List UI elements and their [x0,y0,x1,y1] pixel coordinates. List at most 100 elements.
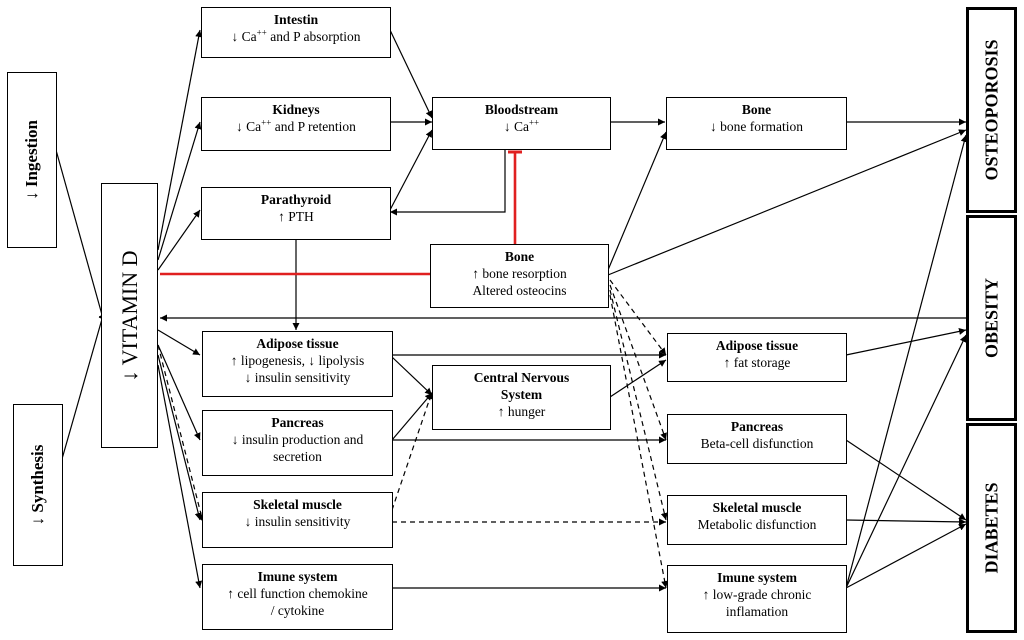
pancreas-left-box: Pancreas ↓ insulin production and secret… [202,410,393,476]
adipose-left-line1: ↑ lipogenesis, ↓ lipolysis [230,353,365,368]
synthesis-label: ↓ Synthesis [28,444,47,526]
adipose-left-line2: ↓ insulin sensitivity [244,370,351,385]
parathyroid-title: Parathyroid [260,192,332,207]
bone-resorption-box: Bone ↑ bone resorption Altered osteocins [430,244,609,308]
immune-left-line2: / cytokine [270,603,325,618]
pancreas-left-line2: secretion [273,449,322,464]
pancreas-right-box: Pancreas Beta-cell disfunction [667,414,847,464]
immune-system-right-box: Imune system ↑ low-grade chronic inflama… [667,565,847,633]
intestin-rest: and P absorption [266,29,361,44]
pancreas-right-line1: Beta-cell disfunction [700,436,814,451]
osteoporosis-label: OSTEOPOROSIS [981,39,1001,181]
bloodstream-box: Bloodstream ↓ Ca++ [432,97,611,150]
adipose-left-title: Adipose tissue [256,336,339,351]
kidneys-box: Kidneys ↓ Ca++ and P retention [201,97,391,151]
osteoporosis-box: OSTEOPOROSIS [966,7,1017,213]
kidneys-rest: and P retention [271,119,356,134]
arrow-immune-obesity [845,334,967,589]
vitamin-d-box: ↓ VITAMIN D [101,183,158,448]
vitamin-d-label: ↓ VITAMIN D [116,249,142,382]
muscle-left-title: Skeletal muscle [253,497,342,512]
arrow-vitd-pancreas [157,344,201,441]
arrow-intestin-bloodstream [389,29,433,119]
arrow-bone-pancreas-dashed [609,284,667,441]
bloodstream-title: Bloodstream [484,102,559,117]
arrow-immune-osteoporosis [845,134,968,589]
immune-left-title: Imune system [257,569,338,584]
arrow-pancreas-diabetes [845,439,967,521]
muscle-left-line1: ↓ insulin sensitivity [244,514,351,529]
arrow-boneresorption-boneformation [607,131,667,271]
bone-resorption-line2: Altered osteocins [472,283,567,298]
immune-left-line1: ↑ cell function chemokine [227,586,368,601]
bone-formation-box: Bone ↓ bone formation [666,97,847,150]
bloodstream-line1: ↓ Ca++ [433,118,610,135]
skeletal-muscle-right-box: Skeletal muscle Metabolic disfunction [667,495,847,545]
arrow-cns-adipose [609,359,667,398]
bone-resorption-title: Bone [504,249,535,264]
cns-box: Central Nervous System ↑ hunger [432,365,611,430]
arrow-vitd-muscle-dashed [157,344,205,523]
bone-formation-title: Bone [741,102,772,117]
arrow-vitd-immune [157,364,203,589]
arrow-boneresorption-osteoporosis [607,129,967,276]
arrow-vitd-parathyroid [157,209,201,271]
synthesis-box: ↓ Synthesis [13,404,63,566]
kidneys-ca-charge: ++ [261,117,272,128]
arrow-vitd-intestin [157,29,203,251]
arrow-bone-adipose-dashed [609,279,667,356]
parathyroid-box: Parathyroid ↑ PTH [201,187,391,240]
arrow-parathyroid-bloodstream [389,129,433,211]
arrow-bone-immune-dashed [609,294,669,589]
obesity-label: OBESITY [981,277,1001,359]
cns-title-line2: System [500,387,543,402]
arrow-adipose-cns [391,356,433,396]
diabetes-box: DIABETES [966,423,1017,633]
adipose-right-title: Adipose tissue [715,338,799,353]
bone-resorption-line1: ↑ bone resorption [472,266,567,281]
pancreas-left-title: Pancreas [271,415,324,430]
adipose-tissue-right-box: Adipose tissue ↑ fat storage [667,333,847,382]
intestin-title: Intestin [273,12,319,27]
arrow-pancreas-cns [391,392,433,441]
arrow-vitd-muscle [157,354,202,521]
kidneys-ca: ↓ Ca [236,119,262,134]
arrow-synthesis-vitd [55,311,106,481]
arrow-muscle-diabetes [845,518,967,526]
parathyroid-line1: ↑ PTH [278,209,314,224]
bone-formation-line1: ↓ bone formation [710,119,803,134]
arrow-ingestion-vitd [55,149,106,323]
cns-title-line1: Central Nervous [473,370,570,385]
intestin-ca: ↓ Ca [231,29,257,44]
ingestion-box: ↓ Ingestion [7,72,57,248]
arrow-muscle-cns-dashed [391,391,434,511]
pancreas-right-title: Pancreas [730,419,784,434]
bloodstream-ca: ↓ Ca [503,119,529,134]
muscle-right-title: Skeletal muscle [712,500,802,515]
intestin-box: Intestin ↓ Ca++ and P absorption [201,7,391,58]
arrow-adipose-obesity [845,328,967,356]
arrow-bone-muscle-dashed [609,289,668,521]
arrow-vitd-adipose [157,329,201,356]
arrow-bloodstream-parathyroid [390,150,506,216]
pancreas-left-line1: ↓ insulin production and [231,432,364,447]
cns-line1: ↑ hunger [497,404,546,419]
adipose-tissue-left-box: Adipose tissue ↑ lipogenesis, ↓ lipolysi… [202,331,393,397]
ingestion-label: ↓ Ingestion [22,120,41,200]
intestin-line1: ↓ Ca++ and P absorption [202,28,390,45]
immune-right-title: Imune system [717,570,797,585]
immune-system-left-box: Imune system ↑ cell function chemokine /… [202,564,393,630]
bloodstream-ca-charge: ++ [528,117,540,128]
immune-right-line1: ↑ low-grade chronic [702,587,812,602]
arrow-vitd-kidneys [157,121,202,261]
skeletal-muscle-left-box: Skeletal muscle ↓ insulin sensitivity [202,492,393,548]
immune-right-line2: inflamation [725,604,789,619]
arrow-immune-diabetes [845,523,967,589]
diabetes-label: DIABETES [981,482,1001,574]
adipose-right-line1: ↑ fat storage [723,355,791,370]
intestin-ca-charge: ++ [256,27,267,38]
obesity-box: OBESITY [966,215,1017,421]
kidneys-line1: ↓ Ca++ and P retention [202,118,390,135]
muscle-right-line1: Metabolic disfunction [697,517,817,532]
